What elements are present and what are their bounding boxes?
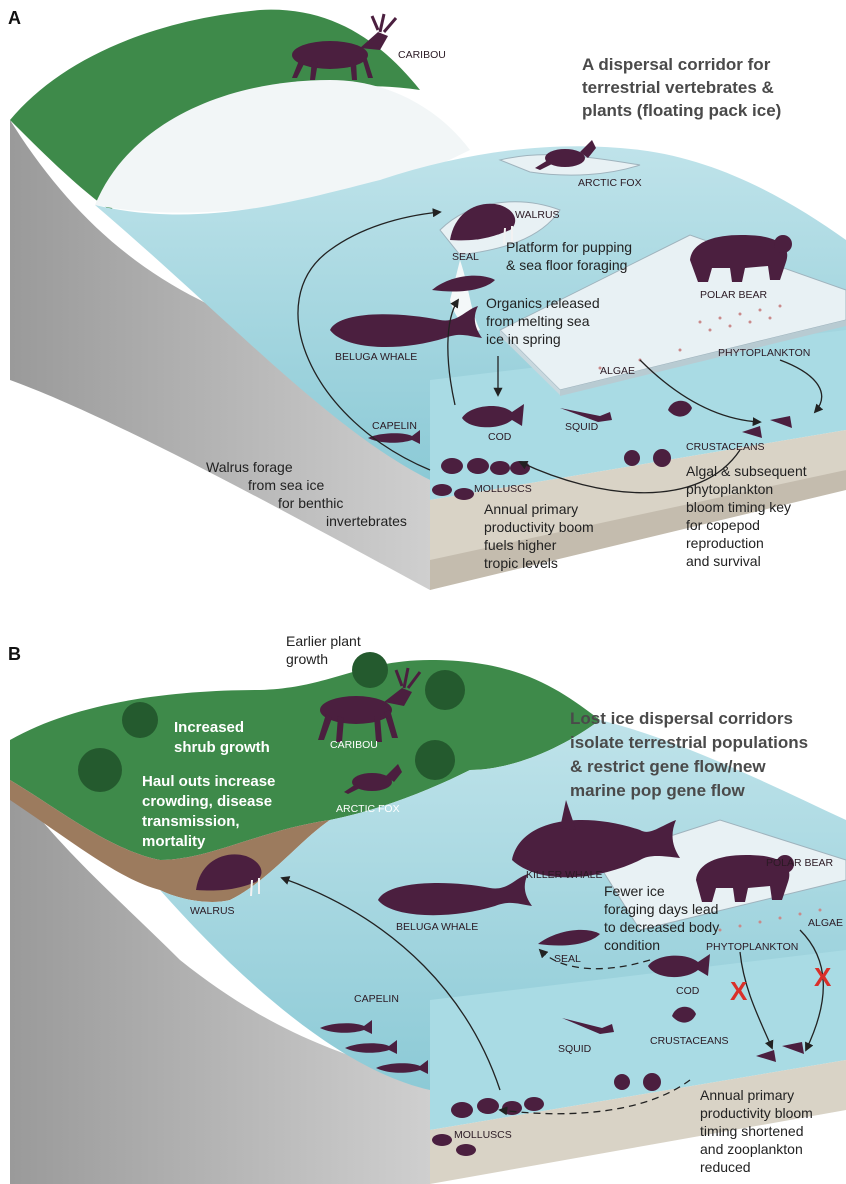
svg-text:for copepod: for copepod bbox=[686, 517, 760, 533]
svg-text:& sea floor foraging: & sea floor foraging bbox=[506, 257, 627, 273]
algae-label-b: ALGAE bbox=[808, 917, 843, 929]
arctic-fox-label-b: ARCTIC FOX bbox=[336, 803, 400, 815]
walrus-label-b: WALRUS bbox=[190, 905, 235, 917]
svg-text:foraging days lead: foraging days lead bbox=[604, 901, 718, 917]
svg-text:plants (floating pack ice): plants (floating pack ice) bbox=[582, 101, 781, 120]
svg-text:Annual primary: Annual primary bbox=[700, 1087, 794, 1103]
beluga-label-a: BELUGA WHALE bbox=[335, 351, 417, 363]
svg-text:Walrus forage: Walrus forage bbox=[206, 459, 293, 475]
note-earlier-growth: Earlier plant growth bbox=[286, 633, 361, 667]
svg-text:Annual primary: Annual primary bbox=[484, 501, 578, 517]
x-mark-icon: X bbox=[814, 962, 832, 992]
svg-text:from sea ice: from sea ice bbox=[248, 477, 324, 493]
svg-text:mortality: mortality bbox=[142, 833, 206, 850]
svg-text:Fewer ice: Fewer ice bbox=[604, 883, 665, 899]
walrus-label-a: WALRUS bbox=[515, 209, 560, 221]
crustaceans-label-b: CRUSTACEANS bbox=[650, 1035, 729, 1047]
caribou-label-a: CARIBOU bbox=[398, 49, 446, 61]
svg-text:Earlier plant: Earlier plant bbox=[286, 633, 361, 649]
svg-text:phytoplankton: phytoplankton bbox=[686, 481, 773, 497]
panel-a-letter: A bbox=[8, 8, 21, 28]
svg-text:Algal & subsequent: Algal & subsequent bbox=[686, 463, 807, 479]
heading-a: A dispersal corridor for terrestrial ver… bbox=[582, 55, 781, 120]
beluga-label-b: BELUGA WHALE bbox=[396, 921, 478, 933]
panel-b: B bbox=[8, 633, 846, 1184]
svg-text:timing shortened: timing shortened bbox=[700, 1123, 804, 1139]
svg-text:A dispersal corridor for: A dispersal corridor for bbox=[582, 55, 771, 74]
svg-text:reduced: reduced bbox=[700, 1159, 751, 1175]
svg-text:ice in spring: ice in spring bbox=[486, 331, 561, 347]
molluscs-label-b: MOLLUSCS bbox=[454, 1129, 512, 1141]
svg-text:condition: condition bbox=[604, 937, 660, 953]
panel-b-letter: B bbox=[8, 644, 21, 664]
squid-label-b: SQUID bbox=[558, 1043, 592, 1055]
x-mark-icon: X bbox=[730, 976, 748, 1006]
svg-text:and zooplankton: and zooplankton bbox=[700, 1141, 803, 1157]
svg-text:productivity bloom: productivity bloom bbox=[700, 1105, 813, 1121]
algae-label-a: ALGAE bbox=[600, 365, 635, 377]
svg-text:tropic levels: tropic levels bbox=[484, 555, 558, 571]
svg-text:growth: growth bbox=[286, 651, 328, 667]
phytoplankton-label-a: PHYTOPLANKTON bbox=[718, 347, 810, 359]
capelin-label-a: CAPELIN bbox=[372, 420, 417, 432]
svg-text:crowding, disease: crowding, disease bbox=[142, 793, 272, 810]
phytoplankton-label-b: PHYTOPLANKTON bbox=[706, 941, 798, 953]
svg-text:invertebrates: invertebrates bbox=[326, 513, 407, 529]
svg-text:productivity boom: productivity boom bbox=[484, 519, 594, 535]
svg-text:reproduction: reproduction bbox=[686, 535, 764, 551]
squid-label-a: SQUID bbox=[565, 421, 599, 433]
svg-text:from melting sea: from melting sea bbox=[486, 313, 590, 329]
svg-text:Lost ice dispersal corridors: Lost ice dispersal corridors bbox=[570, 709, 793, 728]
svg-text:marine pop gene flow: marine pop gene flow bbox=[570, 781, 746, 800]
caribou-label-b: CARIBOU bbox=[330, 739, 378, 751]
svg-text:Increased: Increased bbox=[174, 719, 244, 736]
killer-whale-label: KILLER WHALE bbox=[526, 869, 602, 881]
svg-text:isolate terrestrial population: isolate terrestrial populations bbox=[570, 733, 808, 752]
svg-text:Platform for pupping: Platform for pupping bbox=[506, 239, 632, 255]
cod-label-b: COD bbox=[676, 985, 700, 997]
svg-text:terrestrial vertebrates &: terrestrial vertebrates & bbox=[582, 78, 774, 97]
polar-bear-label-a: POLAR BEAR bbox=[700, 289, 768, 301]
polar-bear-icon bbox=[690, 235, 792, 282]
panel-a: A bbox=[8, 8, 846, 590]
arctic-fox-label-a: ARCTIC FOX bbox=[578, 177, 642, 189]
seal-label-a: SEAL bbox=[452, 251, 479, 263]
svg-text:Haul outs increase: Haul outs increase bbox=[142, 773, 275, 790]
svg-text:Organics released: Organics released bbox=[486, 295, 600, 311]
capelin-label-b: CAPELIN bbox=[354, 993, 399, 1005]
svg-text:and survival: and survival bbox=[686, 553, 761, 569]
svg-text:for benthic: for benthic bbox=[278, 495, 343, 511]
svg-text:shrub growth: shrub growth bbox=[174, 739, 270, 756]
crustaceans-label-a: CRUSTACEANS bbox=[686, 441, 765, 453]
svg-text:to decreased body: to decreased body bbox=[604, 919, 719, 935]
cod-label-a: COD bbox=[488, 431, 512, 443]
molluscs-label-a: MOLLUSCS bbox=[474, 483, 532, 495]
seal-label-b: SEAL bbox=[554, 953, 581, 965]
svg-text:fuels higher: fuels higher bbox=[484, 537, 557, 553]
polar-bear-label-b: POLAR BEAR bbox=[766, 857, 834, 869]
svg-text:& restrict gene flow/new: & restrict gene flow/new bbox=[570, 757, 766, 776]
svg-text:bloom timing key: bloom timing key bbox=[686, 499, 791, 515]
svg-text:transmission,: transmission, bbox=[142, 813, 240, 830]
